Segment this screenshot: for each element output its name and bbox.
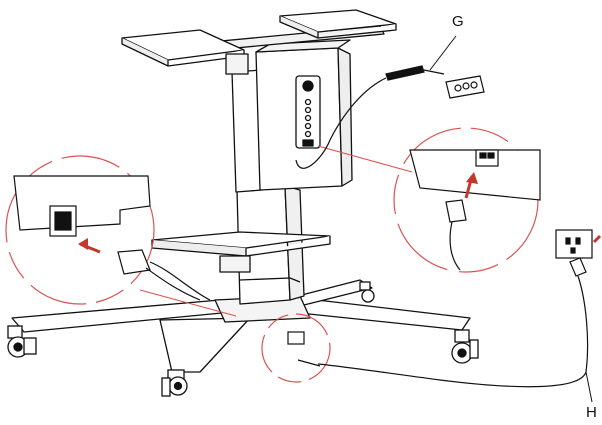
callout-base-port bbox=[261, 313, 331, 383]
wall-outlet bbox=[317, 229, 593, 403]
power-cable bbox=[145, 267, 201, 301]
label-g: G bbox=[452, 13, 464, 30]
hand-controller bbox=[295, 35, 485, 169]
callout-controller-port bbox=[317, 127, 541, 273]
caster-back bbox=[359, 281, 375, 303]
mid-shelf bbox=[151, 231, 331, 273]
caster-right bbox=[451, 329, 479, 364]
callout-power-inlet bbox=[5, 155, 237, 317]
caster-left bbox=[7, 325, 37, 358]
caster-front bbox=[161, 369, 188, 397]
top-trays bbox=[121, 9, 397, 75]
label-h: H bbox=[586, 404, 597, 421]
caster-wheels bbox=[7, 281, 479, 397]
